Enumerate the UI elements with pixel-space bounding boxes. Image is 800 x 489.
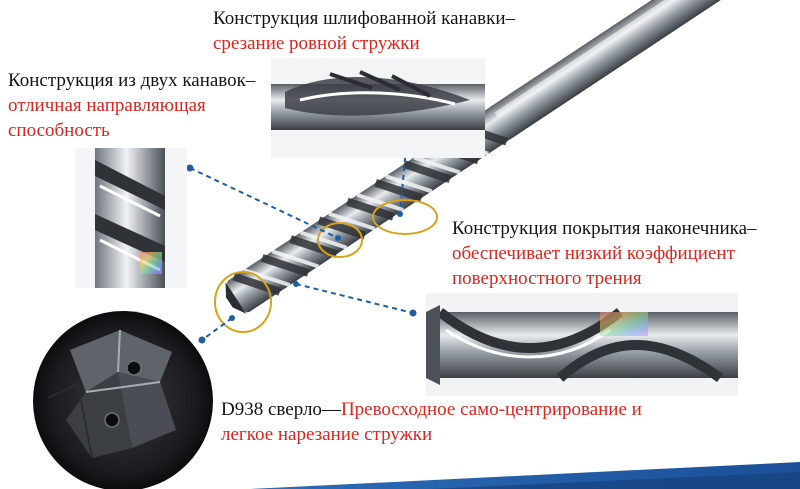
highlight-rings: [214, 199, 438, 333]
callout-tip-coating-benefit-line1: обеспечивает низкий коэффициент: [452, 243, 735, 264]
callout-tip-coating-title: Конструкция покрытия наконечника–: [452, 218, 757, 239]
callout-ground-flute-benefit: срезание ровной стружки: [213, 33, 420, 54]
callout-double-flute-benefit-line1: отличная направляющая: [8, 95, 206, 116]
callout-ground-flute-title: Конструкция шлифованной канавки–: [213, 8, 516, 29]
flute-closeup-coating: [426, 293, 738, 396]
flute-closeup-ground: [271, 58, 485, 158]
product-name: D938 сверло—: [221, 399, 341, 420]
product-benefit-line1: Превосходное само-центрирование и: [340, 399, 642, 420]
flute-closeup-double: [75, 148, 187, 288]
callout-product: D938 сверло—Превосходное само-центрирова…: [221, 398, 642, 422]
drill-bit: [225, 0, 781, 314]
callout-double-flute-benefit-line2: способность: [8, 120, 110, 141]
drill-tip-closeup: [33, 311, 213, 489]
callout-tip-coating-benefit-line2: поверхностного трения: [452, 268, 642, 289]
footer-band: [250, 462, 800, 489]
product-benefit-line2: легкое нарезание стружки: [221, 424, 433, 445]
callout-double-flute-title: Конструкция из двух канавок–: [8, 70, 256, 91]
leader-lines: [189, 147, 414, 341]
